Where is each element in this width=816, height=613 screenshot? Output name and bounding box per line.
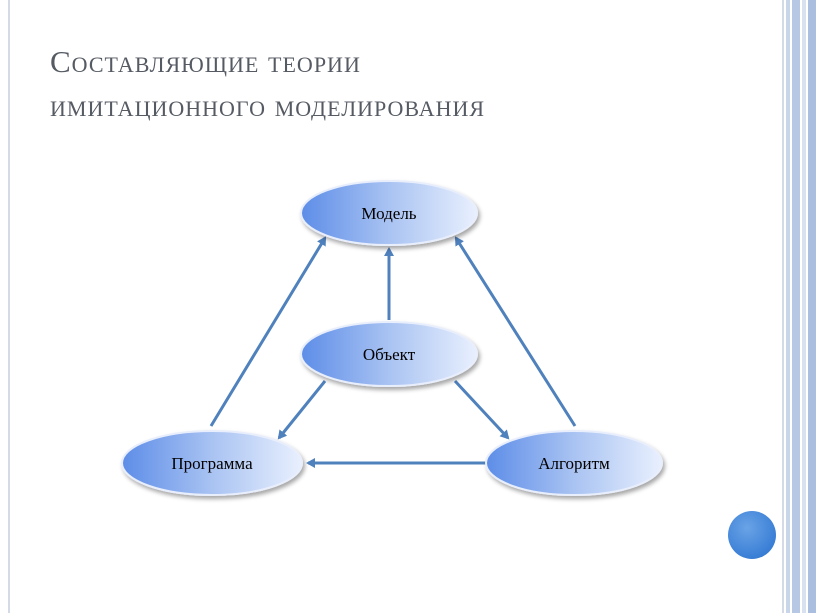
arrow-object-to-program: [277, 380, 327, 440]
arrow-object-to-algorithm: [453, 379, 510, 440]
node-model-label: Модель: [361, 204, 416, 223]
decorative-stripes: [786, 0, 816, 613]
node-program: Программа: [121, 430, 303, 496]
arrow-algorithm-to-model: [454, 236, 577, 427]
slide-frame: [8, 0, 784, 613]
node-algorithm-label: Алгоритм: [538, 454, 610, 473]
slide-title: Составляющие теории имитационного модели…: [50, 40, 485, 128]
title-line-2: имитационного моделирования: [50, 88, 486, 123]
node-object: Объект: [300, 321, 478, 387]
node-algorithm: Алгоритм: [485, 430, 663, 496]
title-line-1: Составляющие теории: [50, 44, 361, 79]
arrow-program-to-model: [209, 236, 327, 427]
node-object-label: Объект: [363, 345, 416, 364]
node-program-label: Программа: [171, 454, 253, 473]
accent-circle: [728, 511, 776, 559]
node-model: Модель: [300, 180, 478, 246]
